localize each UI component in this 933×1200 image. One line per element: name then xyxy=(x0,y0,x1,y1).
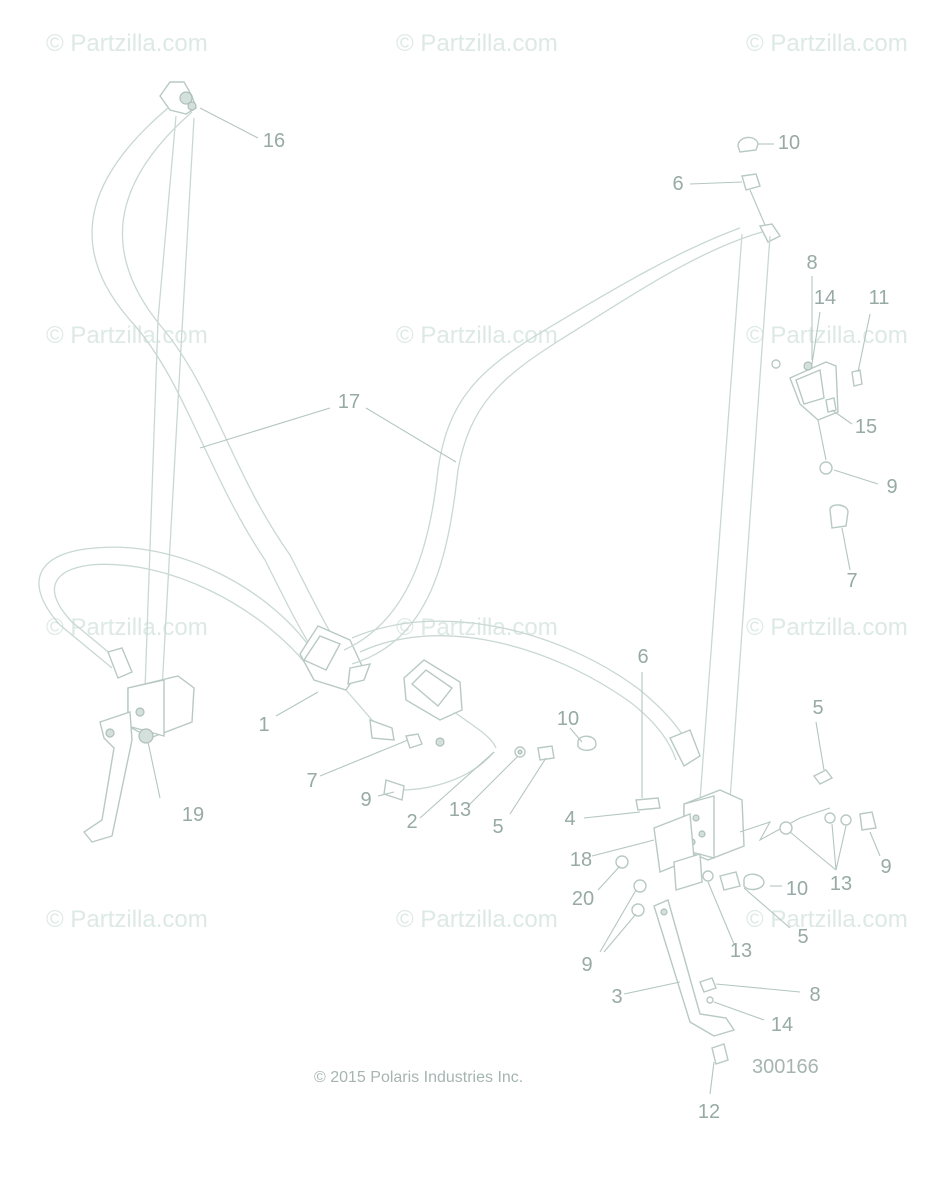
watermark: © Partzilla.com xyxy=(46,906,208,933)
callout-10: 10 xyxy=(556,708,580,730)
right-retractor xyxy=(615,789,745,1065)
callout-11: 11 xyxy=(868,287,890,309)
callout-20: 20 xyxy=(571,888,595,910)
watermark: © Partzilla.com xyxy=(46,30,208,57)
upper-right-bracket xyxy=(771,359,863,529)
center-buckle xyxy=(299,625,395,741)
left-upper-anchor xyxy=(159,81,197,115)
callout-10: 10 xyxy=(785,878,809,900)
callout-7: 7 xyxy=(846,570,858,592)
right-upper-anchor xyxy=(737,136,782,243)
callout-18: 18 xyxy=(569,849,593,871)
callout-19: 19 xyxy=(181,804,205,826)
left-lap-belt xyxy=(38,546,313,679)
callout-7: 7 xyxy=(306,770,318,792)
watermark: © Partzilla.com xyxy=(396,30,558,57)
callout-10: 10 xyxy=(777,132,801,154)
diagram-number: 300166 xyxy=(752,1056,819,1078)
left-shoulder-belt xyxy=(91,107,339,691)
callout-8: 8 xyxy=(806,252,818,274)
right-shoulder-belt xyxy=(343,227,771,801)
callout-2: 2 xyxy=(406,811,418,833)
watermark: © Partzilla.com xyxy=(396,322,558,349)
callout-9: 9 xyxy=(360,789,372,811)
buckle-assembly xyxy=(383,659,497,801)
left-retractor xyxy=(82,675,195,843)
watermark: © Partzilla.com xyxy=(746,30,908,57)
callout-6: 6 xyxy=(637,646,649,668)
callout-8: 8 xyxy=(809,984,821,1006)
watermark: © Partzilla.com xyxy=(746,906,908,933)
center-fasteners xyxy=(514,735,597,761)
callout-5: 5 xyxy=(797,926,809,948)
callout-9: 9 xyxy=(880,856,892,878)
callout-13: 13 xyxy=(729,940,753,962)
callout-1: 1 xyxy=(258,714,270,736)
watermark: © Partzilla.com xyxy=(396,906,558,933)
callout-17: 17 xyxy=(337,391,361,413)
copyright-notice: © 2015 Polaris Industries Inc. xyxy=(314,1069,524,1086)
callout-5: 5 xyxy=(812,697,824,719)
callout-13: 13 xyxy=(448,799,472,821)
callout-12: 12 xyxy=(697,1101,721,1123)
callout-14: 14 xyxy=(813,287,837,309)
callout-9: 9 xyxy=(581,954,593,976)
callout-5: 5 xyxy=(492,816,504,838)
callout-13: 13 xyxy=(829,873,853,895)
right-lap-belt xyxy=(351,620,701,768)
watermark: © Partzilla.com xyxy=(746,614,908,641)
callout-14: 14 xyxy=(770,1014,794,1036)
watermark: © Partzilla.com xyxy=(746,322,908,349)
callout-4: 4 xyxy=(564,808,576,830)
callout-3: 3 xyxy=(611,986,623,1008)
callout-9: 9 xyxy=(886,476,898,498)
callout-16: 16 xyxy=(262,130,286,152)
right-hardware xyxy=(702,769,877,891)
callout-15: 15 xyxy=(854,416,878,438)
callout-6: 6 xyxy=(672,173,684,195)
leader-lines xyxy=(147,107,881,1095)
